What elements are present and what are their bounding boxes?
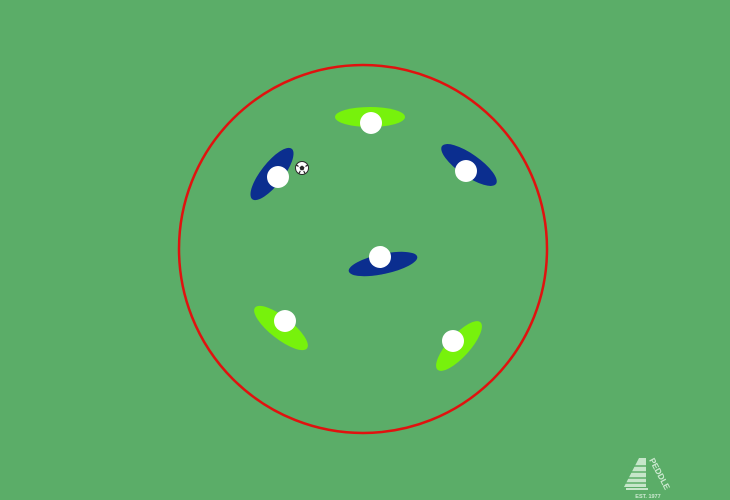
player-top-left[interactable] [244, 142, 301, 206]
logo-established: EST. 1977 [635, 494, 660, 500]
player-top-right[interactable] [436, 137, 503, 193]
peddle-logo-icon: PEDDLE EST. 1977 [623, 456, 672, 500]
soccer-ball-icon[interactable] [295, 161, 309, 175]
playing-area-boundary [177, 63, 549, 435]
player-bottom-right[interactable] [429, 315, 488, 377]
player-bottom-left[interactable] [248, 299, 314, 357]
player-head [369, 246, 391, 268]
player-top[interactable] [335, 107, 405, 134]
player-head [360, 112, 382, 134]
player-head [274, 310, 296, 332]
player-head [442, 330, 464, 352]
logo-wordmark: PEDDLE [647, 456, 672, 491]
player-head [455, 160, 477, 182]
player-center[interactable] [347, 246, 420, 281]
player-head [267, 166, 289, 188]
